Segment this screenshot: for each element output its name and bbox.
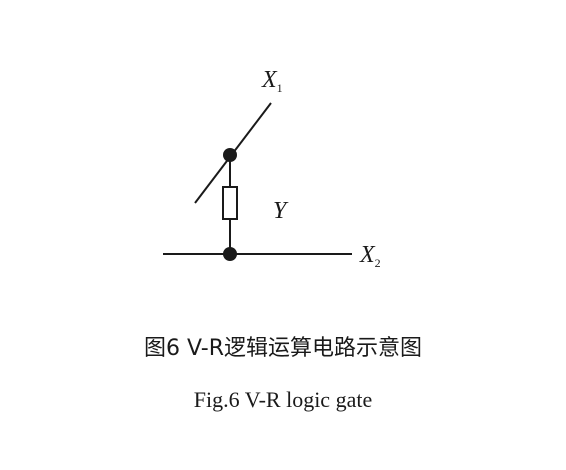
label-x1: X1 xyxy=(261,67,283,95)
caption-english: Fig.6 V-R logic gate xyxy=(193,387,373,412)
junction-node-top xyxy=(223,148,237,162)
label-x2-sub: 2 xyxy=(375,256,381,270)
label-y: Y xyxy=(273,198,289,224)
label-x1-sub: 1 xyxy=(277,81,283,95)
vr-logic-gate-diagram: X1 Y X2 xyxy=(163,67,381,270)
caption-chinese: 图6 V-R逻辑运算电路示意图 xyxy=(144,336,422,361)
label-x1-var: X xyxy=(261,67,278,93)
junction-node-bottom xyxy=(223,247,237,261)
label-x2: X2 xyxy=(359,242,381,270)
resistor xyxy=(222,186,238,220)
label-x2-var: X xyxy=(359,242,376,268)
